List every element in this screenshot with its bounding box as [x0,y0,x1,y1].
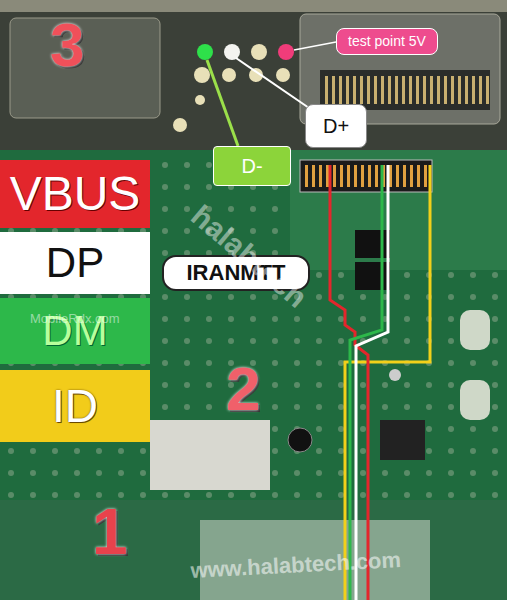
chip [355,262,390,290]
shield-pad [150,420,270,490]
test-pad [197,44,213,60]
callout-number: 2 [226,358,260,420]
pin [451,76,454,104]
pin [305,165,308,187]
legend-swatch: DM [0,298,150,364]
pin [479,76,482,104]
pin [430,76,433,104]
pin [465,76,468,104]
callout-number: 1 [92,500,128,564]
chip [355,230,390,258]
pin [403,165,406,187]
chip [380,420,425,460]
pin [346,76,349,104]
pad [460,310,490,350]
test-pad [389,369,401,381]
pin [472,76,475,104]
callout-text: D- [241,155,262,178]
pin [486,76,489,104]
leader-line [207,60,238,146]
callout-number: 3 [50,14,84,76]
pin [312,165,315,187]
pin [354,165,357,187]
signal-name: DP [46,242,104,284]
board-main [0,150,507,600]
pin [388,76,391,104]
pin [353,76,356,104]
test-pad [222,68,236,82]
connector-pins [305,165,427,187]
test-pad [195,95,205,105]
pin [381,76,384,104]
callout-box: D- [213,146,291,186]
legend-swatch: VBUS [0,160,150,228]
legend-swatch: ID [0,370,150,442]
pin [339,76,342,104]
pin [361,165,364,187]
pin [347,165,350,187]
legend-swatch: DP [0,232,150,294]
connector-pins [325,76,489,104]
pin [396,165,399,187]
pin [437,76,440,104]
pin [417,165,420,187]
fpc-connector [300,160,432,192]
pin [319,165,322,187]
test-pad [276,68,290,82]
board-edge [0,0,507,12]
watermark: MobileRdx.com [30,312,120,325]
test-pad [224,44,240,60]
pin [402,76,405,104]
callout-box: test point 5V [336,28,438,55]
callout-text: test point 5V [348,33,426,49]
board-top [0,0,507,150]
pin [416,76,419,104]
pin [444,76,447,104]
pin [368,165,371,187]
board-bottom [0,500,507,600]
test-pad [194,67,210,83]
leader-line [294,42,336,50]
pin [374,76,377,104]
pin [332,76,335,104]
test-pad [251,44,267,60]
callout-box: D+ [305,104,367,148]
dp-wire [356,165,388,600]
shield [10,18,160,118]
signal-name: VBUS [10,170,141,218]
pin [375,165,378,187]
pin [409,76,412,104]
pin [410,165,413,187]
pin [367,76,370,104]
pin [424,165,427,187]
board-texture [0,150,507,600]
board-region [290,150,507,270]
pin [325,76,328,104]
pin [333,165,336,187]
signal-name: ID [52,383,98,429]
vbus-wire [372,165,373,330]
pin [395,76,398,104]
pin [360,76,363,104]
pin [340,165,343,187]
id-wire [345,165,430,600]
screw-hole [288,428,312,452]
pin [423,76,426,104]
pin [458,76,461,104]
leader-line [236,58,312,110]
test-pad [173,118,187,132]
test-pad [278,44,294,60]
callout-text: D+ [323,115,349,138]
pad [460,380,490,420]
